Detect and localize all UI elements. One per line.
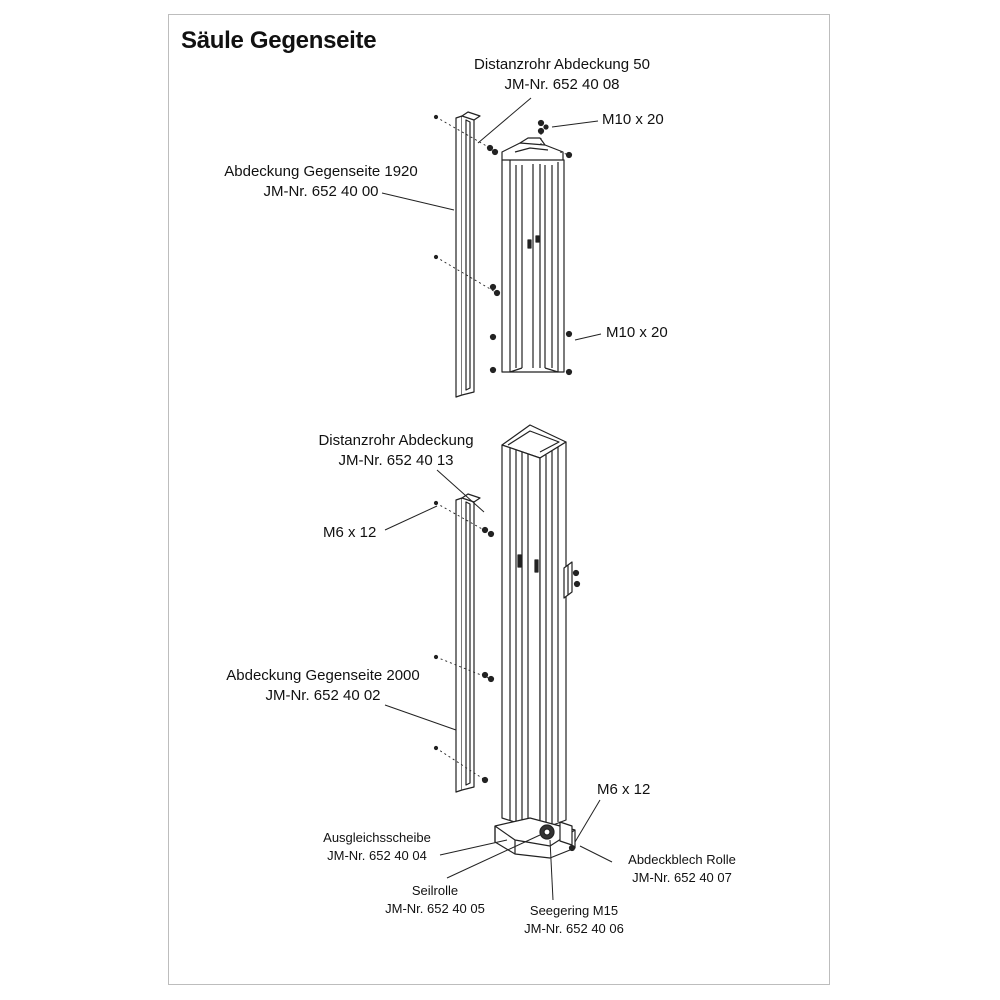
label-part-number: JM-Nr. 652 40 05 — [385, 901, 485, 916]
label-name: Abdeckung Gegenseite 2000 — [226, 667, 420, 684]
label-m6-lower: M6 x 12 — [597, 781, 651, 798]
label-part-number: JM-Nr. 652 40 02 — [265, 687, 381, 704]
label-abdeckung-gegenseite-1920: Abdeckung Gegenseite 1920 JM-Nr. 652 40 … — [224, 162, 417, 202]
screws-lower — [433, 500, 581, 852]
label-distanzrohr-abdeckung-50: Distanzrohr Abdeckung 50 JM-Nr. 652 40 0… — [474, 55, 650, 95]
label-name: Seegering M15 — [529, 903, 619, 918]
page-title: Säule Gegenseite — [181, 27, 377, 54]
label-ausgleichsscheibe: Ausgleichsscheibe JM-Nr. 652 40 04 — [323, 829, 431, 865]
drawing-sheet — [168, 14, 830, 985]
label-seegering-m15: Seegering M15 JM-Nr. 652 40 06 — [524, 902, 624, 938]
label-part-number: JM-Nr. 652 40 07 — [632, 870, 732, 885]
upper-column-section — [501, 137, 565, 373]
label-part-number: JM-Nr. 652 40 08 — [504, 76, 620, 93]
label-part-number: JM-Nr. 652 40 06 — [524, 921, 624, 936]
lower-column-section — [494, 424, 576, 859]
label-name: Ausgleichsscheibe — [323, 830, 431, 845]
label-distanzrohr-abdeckung: Distanzrohr Abdeckung JM-Nr. 652 40 13 — [318, 431, 473, 471]
label-name: Seilrolle — [411, 883, 459, 898]
label-name: Distanzrohr Abdeckung 50 — [474, 56, 650, 73]
label-part-number: JM-Nr. 652 40 13 — [338, 452, 454, 469]
label-seilrolle: Seilrolle JM-Nr. 652 40 05 — [385, 882, 485, 918]
label-name: Abdeckung Gegenseite 1920 — [224, 163, 418, 180]
label-abdeckblech-rolle: Abdeckblech Rolle JM-Nr. 652 40 07 — [628, 851, 736, 887]
assembly-lines-lower — [435, 502, 492, 781]
label-m10-top: M10 x 20 — [602, 111, 664, 128]
leader-lines — [381, 97, 613, 901]
label-m10-mid: M10 x 20 — [606, 324, 668, 341]
abdeckung-2000-panel — [455, 493, 481, 793]
assembly-lines-upper — [435, 116, 570, 294]
label-name: Abdeckblech Rolle — [628, 852, 736, 867]
label-abdeckung-gegenseite-2000: Abdeckung Gegenseite 2000 JM-Nr. 652 40 … — [226, 666, 419, 706]
label-name: Distanzrohr Abdeckung — [318, 432, 474, 449]
label-part-number: JM-Nr. 652 40 00 — [263, 183, 379, 200]
label-m6-upper: M6 x 12 — [323, 524, 377, 541]
label-part-number: JM-Nr. 652 40 04 — [327, 848, 427, 863]
side-bracket — [563, 561, 573, 599]
abdeckung-1920-panel — [455, 111, 481, 398]
